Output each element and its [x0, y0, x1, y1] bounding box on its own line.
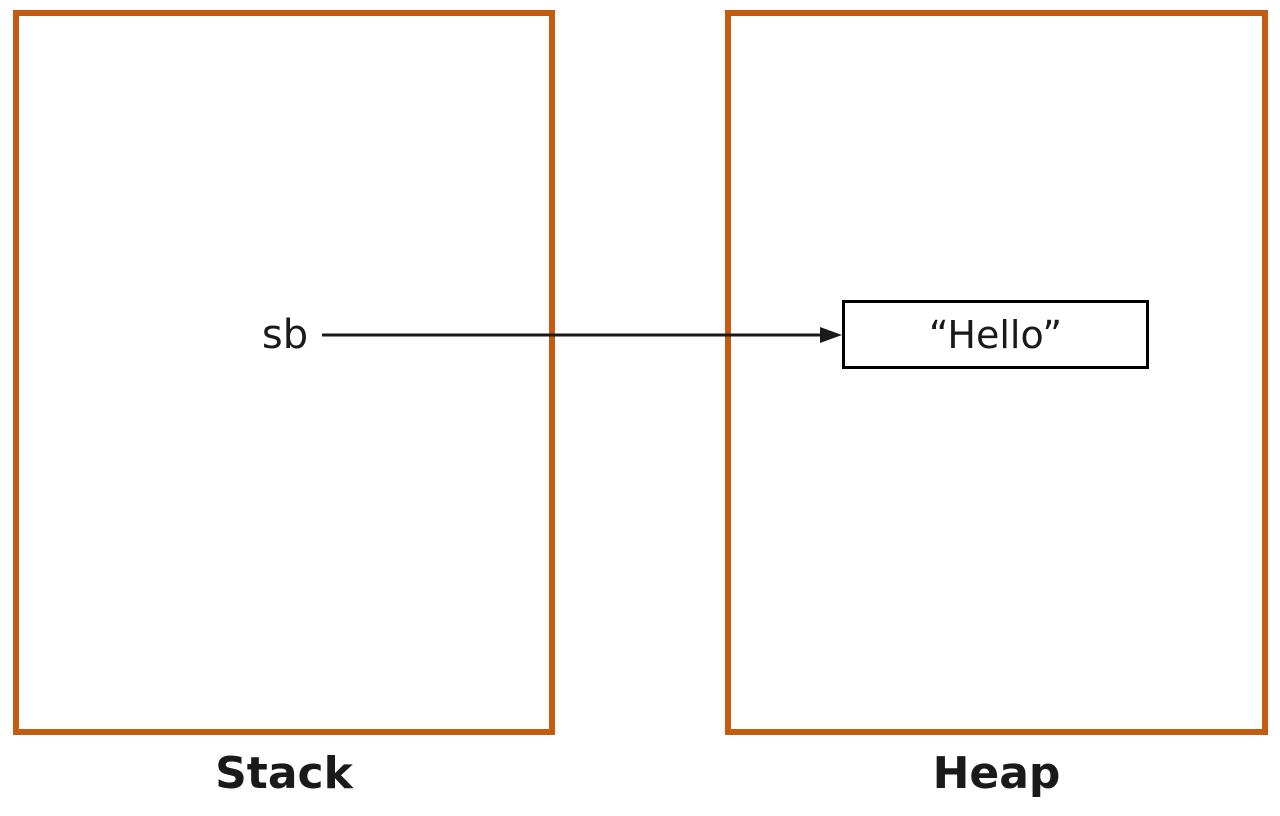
stack-label: Stack	[215, 748, 353, 799]
pointer-variable-label: sb	[261, 312, 309, 358]
heap-label: Heap	[932, 748, 1061, 799]
heap-value-text: “Hello”	[928, 312, 1063, 357]
heap-value-box: “Hello”	[842, 300, 1149, 369]
pointer-arrow-icon	[322, 327, 842, 343]
heap-region-box	[725, 10, 1268, 735]
stack-region-box	[13, 10, 555, 735]
